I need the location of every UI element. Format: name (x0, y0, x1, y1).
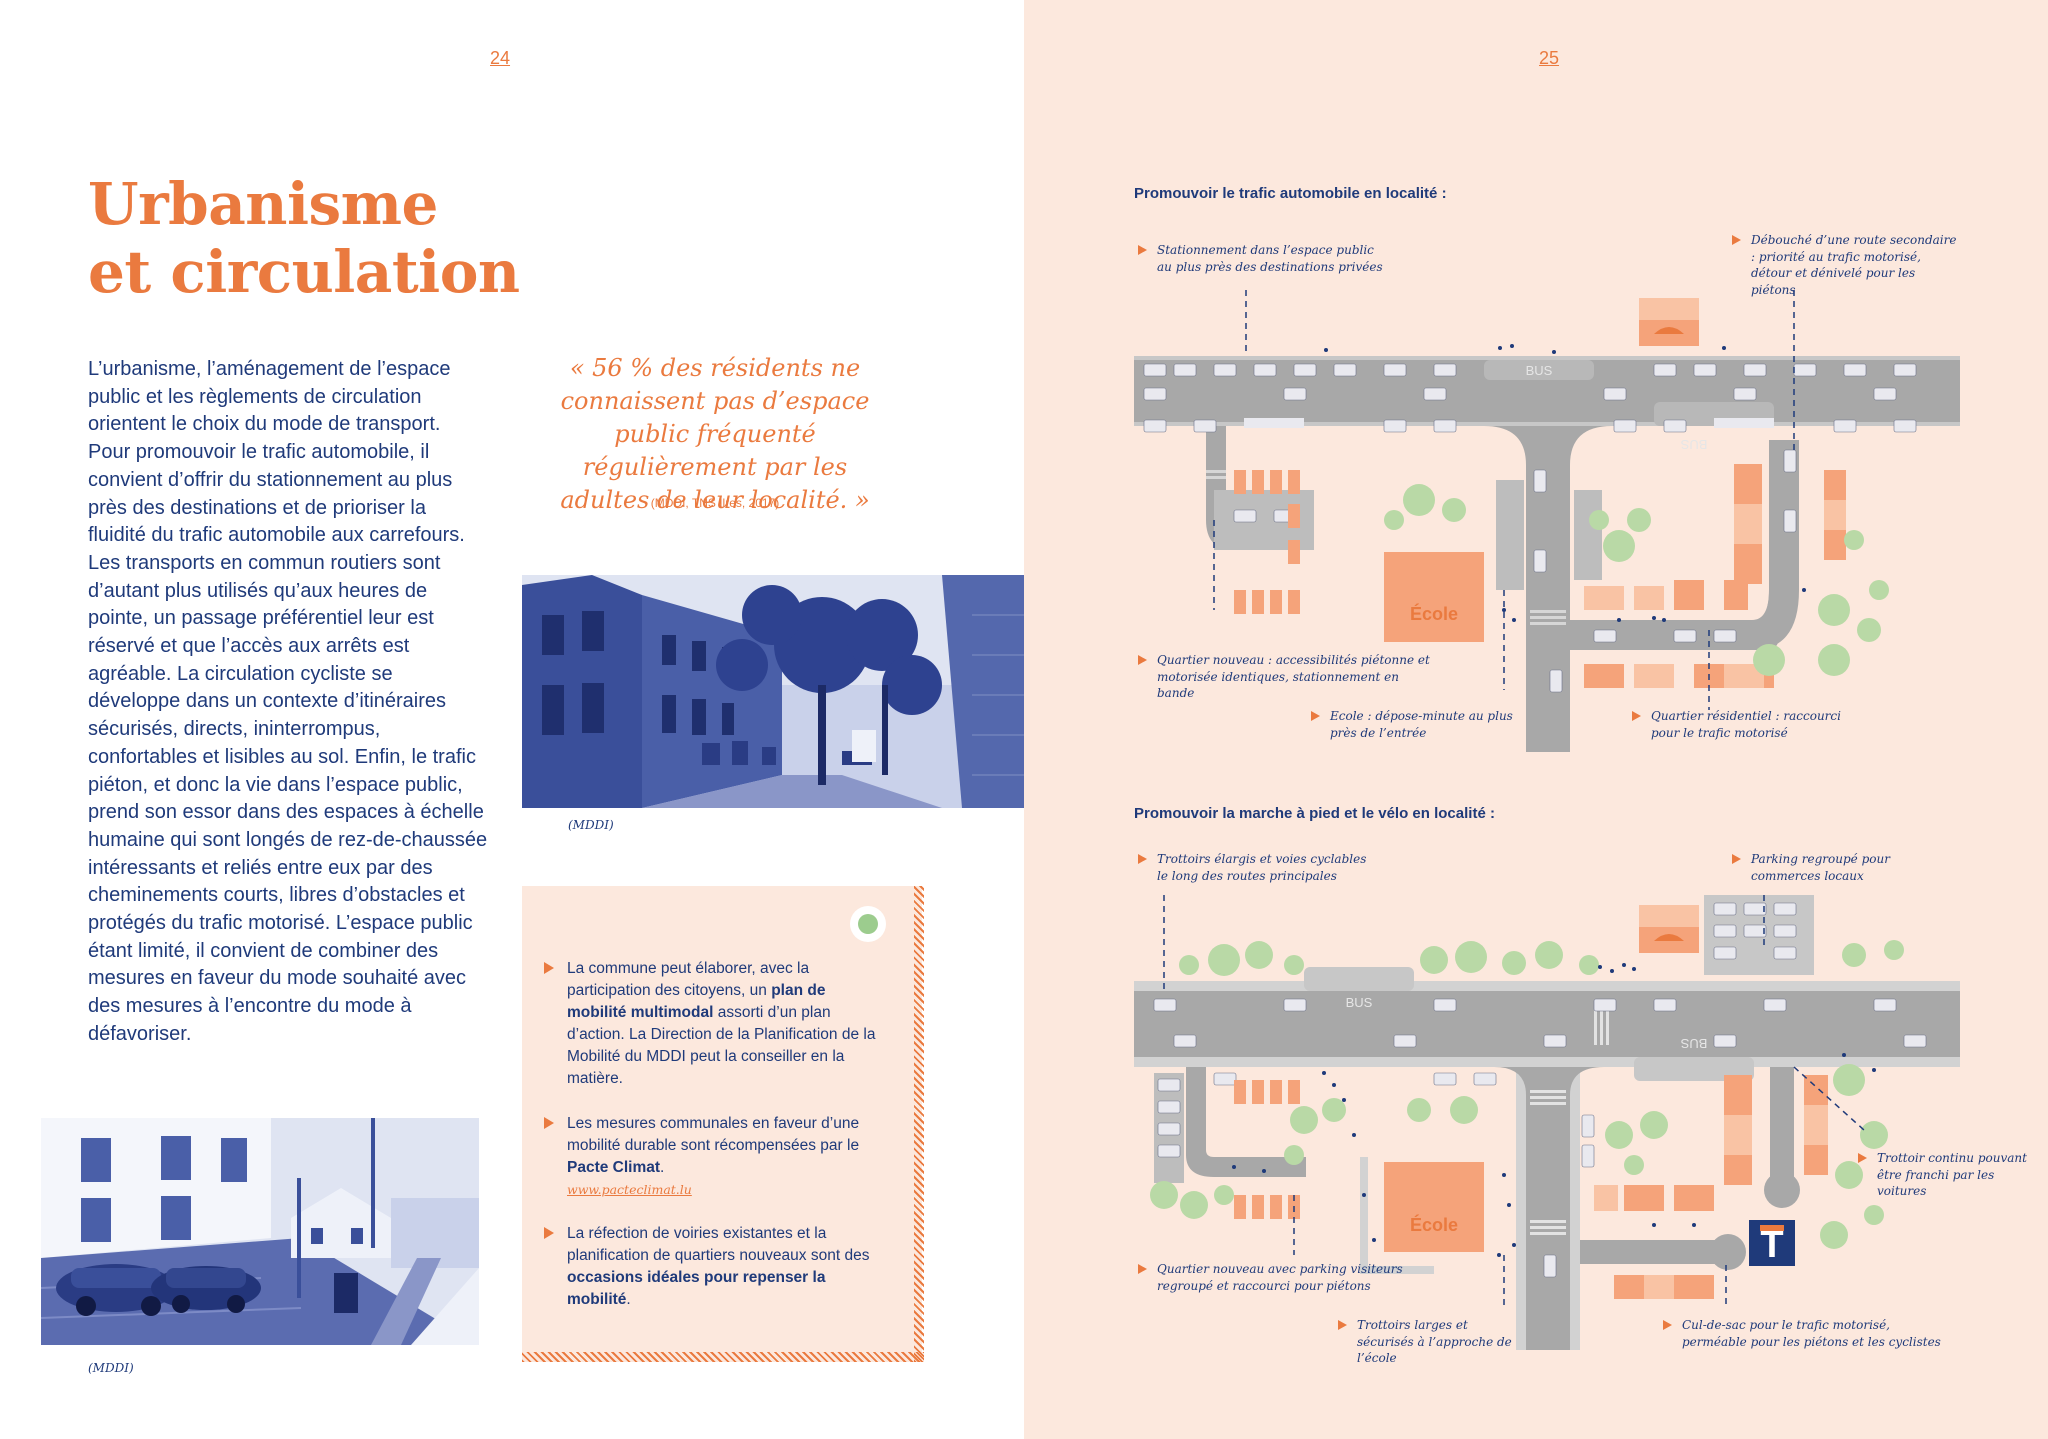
bus-stop-label: BUS (1526, 363, 1553, 378)
page-number-right: 25 (1539, 48, 1560, 68)
annotation-arrow-icon (1311, 711, 1320, 721)
map2-annotation-4-text: Quartier nouveau avec parking visiteurs … (1157, 1262, 1403, 1293)
bullet-3-bold: occasions idéales pour repenser la mobil… (567, 1269, 826, 1308)
school-label: École (1410, 1214, 1458, 1235)
street-photo (522, 575, 1024, 808)
map1-annotation-1-text: Stationnement dans l’espace public au pl… (1157, 243, 1383, 274)
annotation-arrow-icon (1138, 1264, 1147, 1274)
bullet-1-text-end: assorti d’un plan d’action. La Direction… (567, 1004, 876, 1087)
map2-annotation-3: Trottoir continu pouvant être franchi pa… (1858, 1150, 2037, 1200)
map2-annotation-2-text: Parking regroupé pour commerces locaux (1751, 852, 1890, 883)
bullet-arrow-icon (544, 1227, 554, 1239)
parking-photo (41, 1118, 479, 1345)
annotation-arrow-icon (1732, 235, 1741, 245)
bullet-arrow-icon (544, 1117, 554, 1129)
bullet-1-text: La commune peut élaborer, avec la partic… (567, 960, 810, 999)
annotation-arrow-icon (1338, 1320, 1347, 1330)
title-line-2: et circulation (88, 238, 520, 306)
bus-stop-label-2: BUS (1680, 437, 1707, 452)
annotation-arrow-icon (1138, 854, 1147, 864)
bullet-2-text: Les mesures communales en faveur d’une m… (567, 1115, 860, 1154)
decorative-dot-inner (858, 914, 878, 934)
page-number-left: 24 (490, 48, 511, 68)
bullet-3-text: La réfection de voiries existantes et la… (567, 1225, 870, 1264)
map1-title: Promouvoir le trafic automobile en local… (1134, 185, 1447, 202)
map2-annotation-5-text: Trottoirs larges et sécurisés à l’approc… (1357, 1318, 1512, 1365)
map1-annotation-2-text: Débouché d’une route secondaire : priori… (1751, 233, 1957, 297)
annotation-arrow-icon (1663, 1320, 1672, 1330)
map2-annotation-6: Cul-de-sac pour le trafic motorisé, perm… (1663, 1317, 1942, 1350)
quote-source: (MDDI, TNS Ilres, 2017) (650, 496, 780, 510)
bullet-2-text-end: . (660, 1159, 665, 1176)
map1-annotation-1: Stationnement dans l’espace public au pl… (1138, 242, 1387, 275)
info-bullet-2: Les mesures communales en faveur d’une m… (544, 1113, 884, 1201)
pacte-climat-link[interactable]: www.pacteclimat.lu (567, 1182, 692, 1197)
bullet-2-bold: Pacte Climat (567, 1159, 661, 1176)
annotation-arrow-icon (1858, 1153, 1867, 1163)
map1-annotation-4-text: Ecole : dépose-minute au plus près de l’… (1330, 709, 1513, 740)
annotation-arrow-icon (1138, 245, 1147, 255)
map1-annotation-2: Débouché d’une route secondaire : priori… (1732, 232, 1961, 298)
map2-annotation-4: Quartier nouveau avec parking visiteurs … (1138, 1261, 1417, 1294)
left-page: 24 Urbanisme et circulation L’urbanisme,… (41, 48, 1024, 1375)
bullet-3-text-end: . (626, 1291, 631, 1308)
school-label: École (1410, 603, 1458, 624)
info-box-hatch-bottom (522, 1352, 924, 1362)
map1-annotation-4: Ecole : dépose-minute au plus près de l’… (1311, 708, 1515, 741)
street-photo-caption: (MDDI) (568, 818, 614, 832)
annotation-arrow-icon (1632, 711, 1641, 721)
map2-annotation-1: Trottoirs élargis et voies cyclables le … (1138, 851, 1377, 884)
info-box-hatch-right (914, 886, 924, 1362)
title-line-1: Urbanisme (88, 170, 438, 238)
page-title: Urbanisme et circulation (88, 170, 520, 306)
bus-stop-label: BUS (1346, 995, 1373, 1010)
bullet-arrow-icon (544, 962, 554, 974)
map2-annotation-6-text: Cul-de-sac pour le trafic motorisé, perm… (1682, 1318, 1941, 1349)
annotation-arrow-icon (1138, 655, 1147, 665)
annotation-arrow-icon (1732, 854, 1741, 864)
map1-annotation-5: Quartier résidentiel : raccourci pour le… (1632, 708, 1851, 741)
parking-photo-caption: (MDDI) (88, 1361, 134, 1375)
bullet-1-bold: plan de mobilité multimodal (567, 982, 826, 1021)
info-bullet-1: La commune peut élaborer, avec la partic… (544, 958, 884, 1090)
map1-annotation-3: Quartier nouveau : accessibilités piéton… (1138, 652, 1437, 702)
map2-annotation-3-text: Trottoir continu pouvant être franchi pa… (1877, 1151, 2027, 1198)
map-walking-cycling: BUS BUS (1134, 895, 1960, 1350)
map2-title: Promouvoir la marche à pied et le vélo e… (1134, 805, 1495, 822)
map2-annotation-5: Trottoirs larges et sécurisés à l’approc… (1338, 1317, 1527, 1367)
map2-annotation-1-text: Trottoirs élargis et voies cyclables le … (1157, 852, 1367, 883)
map-car-traffic: BUS BUS (1134, 290, 1960, 752)
map1-annotation-5-text: Quartier résidentiel : raccourci pour le… (1651, 709, 1841, 740)
pull-quote: « 56 % des résidents ne connaissent pas … (560, 354, 870, 514)
map1-annotation-3-text: Quartier nouveau : accessibilités piéton… (1157, 653, 1430, 700)
dead-end-sign: T (1760, 1224, 1783, 1266)
info-box (522, 886, 922, 1362)
body-paragraph: L’urbanisme, l’aménagement de l’espace p… (88, 358, 488, 1045)
bus-stop-label-2: BUS (1680, 1036, 1707, 1051)
map2-annotation-2: Parking regroupé pour commerces locaux (1732, 851, 1941, 884)
info-bullet-3: La réfection de voiries existantes et la… (544, 1223, 884, 1311)
